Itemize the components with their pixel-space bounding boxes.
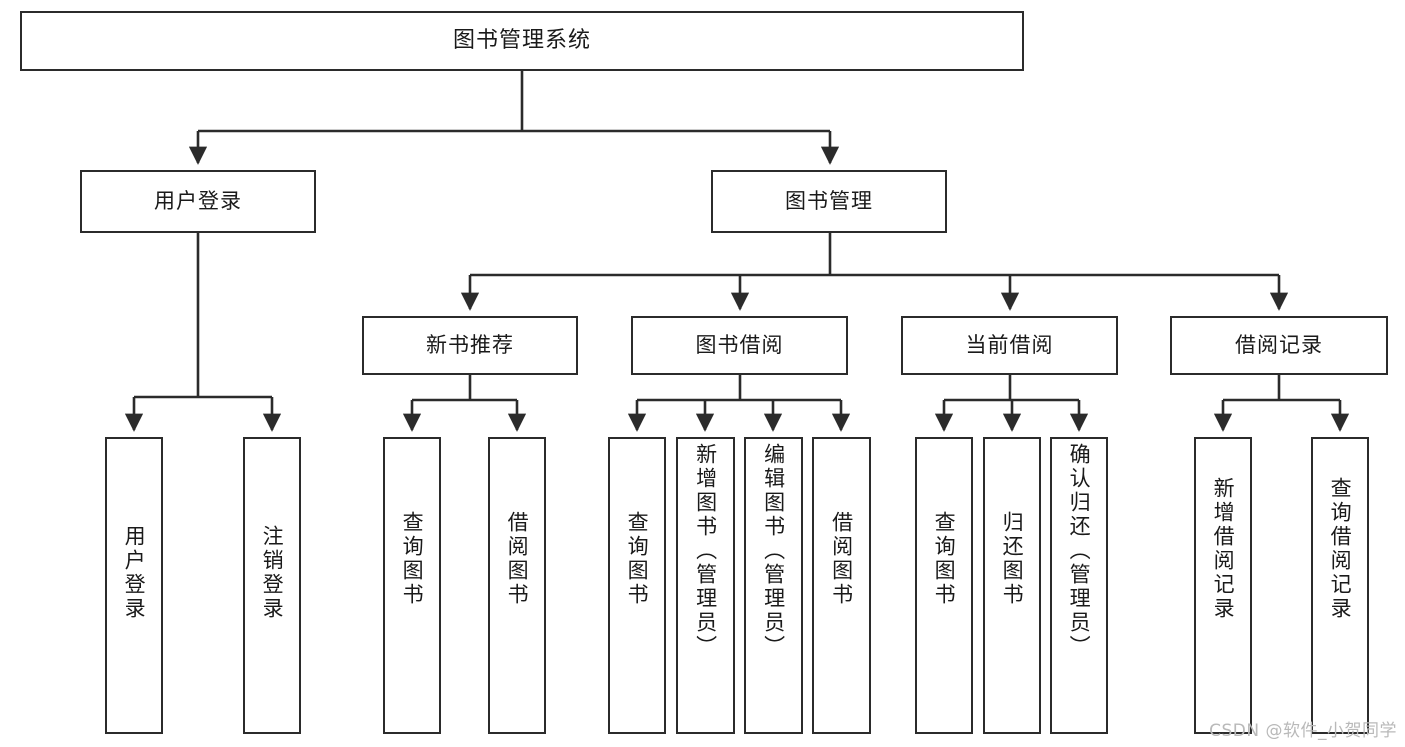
leaf-borrow-book-a[interactable]: 借阅图书 bbox=[488, 437, 546, 734]
node-book-borrow-label: 图书借阅 bbox=[695, 333, 784, 358]
leaf-query-book-b-label: 查询图书 bbox=[625, 511, 650, 607]
node-root[interactable]: 图书管理系统 bbox=[20, 11, 1024, 71]
node-borrow-record[interactable]: 借阅记录 bbox=[1170, 316, 1388, 375]
leaf-query-book-c-label: 查询图书 bbox=[932, 511, 957, 607]
leaf-query-book-b[interactable]: 查询图书 bbox=[608, 437, 666, 734]
leaf-query-book-c[interactable]: 查询图书 bbox=[915, 437, 973, 734]
node-user-login-label: 用户登录 bbox=[154, 189, 242, 214]
node-borrow-record-label: 借阅记录 bbox=[1235, 333, 1323, 358]
node-new-book-recommendation[interactable]: 新书推荐 bbox=[362, 316, 578, 375]
leaf-add-record-label: 新增借阅记录 bbox=[1211, 477, 1236, 621]
leaf-edit-book[interactable]: 编辑图书（管理员） bbox=[744, 437, 803, 734]
leaf-confirm-return-label: 确认归还（管理员） bbox=[1067, 443, 1092, 659]
leaf-query-record-label: 查询借阅记录 bbox=[1328, 477, 1353, 621]
leaf-borrow-book-a-label: 借阅图书 bbox=[505, 511, 530, 607]
node-current-borrow[interactable]: 当前借阅 bbox=[901, 316, 1118, 375]
node-root-label: 图书管理系统 bbox=[452, 28, 591, 54]
leaf-add-record[interactable]: 新增借阅记录 bbox=[1194, 437, 1252, 734]
leaf-query-book-a[interactable]: 查询图书 bbox=[383, 437, 441, 734]
watermark: CSDN @软件_小贺同学 bbox=[1209, 721, 1397, 741]
leaf-user-login[interactable]: 用户登录 bbox=[105, 437, 163, 734]
node-new-book-recommendation-label: 新书推荐 bbox=[426, 333, 514, 358]
leaf-borrow-book-b-label: 借阅图书 bbox=[829, 511, 854, 607]
leaf-confirm-return[interactable]: 确认归还（管理员） bbox=[1050, 437, 1108, 734]
leaf-borrow-book-b[interactable]: 借阅图书 bbox=[812, 437, 871, 734]
node-user-login[interactable]: 用户登录 bbox=[80, 170, 316, 233]
leaf-query-book-a-label: 查询图书 bbox=[400, 511, 425, 607]
node-current-borrow-label: 当前借阅 bbox=[965, 333, 1054, 358]
leaf-return-book-label: 归还图书 bbox=[1000, 511, 1025, 607]
leaf-user-login-label: 用户登录 bbox=[122, 525, 147, 621]
node-book-manage-label: 图书管理 bbox=[785, 189, 873, 214]
leaf-logout[interactable]: 注销登录 bbox=[243, 437, 301, 734]
leaf-add-book[interactable]: 新增图书（管理员） bbox=[676, 437, 735, 734]
leaf-edit-book-label: 编辑图书（管理员） bbox=[761, 443, 786, 659]
leaf-logout-label: 注销登录 bbox=[260, 525, 285, 621]
node-book-borrow[interactable]: 图书借阅 bbox=[631, 316, 848, 375]
node-book-manage[interactable]: 图书管理 bbox=[711, 170, 947, 233]
leaf-query-record[interactable]: 查询借阅记录 bbox=[1311, 437, 1369, 734]
leaf-return-book[interactable]: 归还图书 bbox=[983, 437, 1041, 734]
leaf-add-book-label: 新增图书（管理员） bbox=[693, 443, 718, 659]
